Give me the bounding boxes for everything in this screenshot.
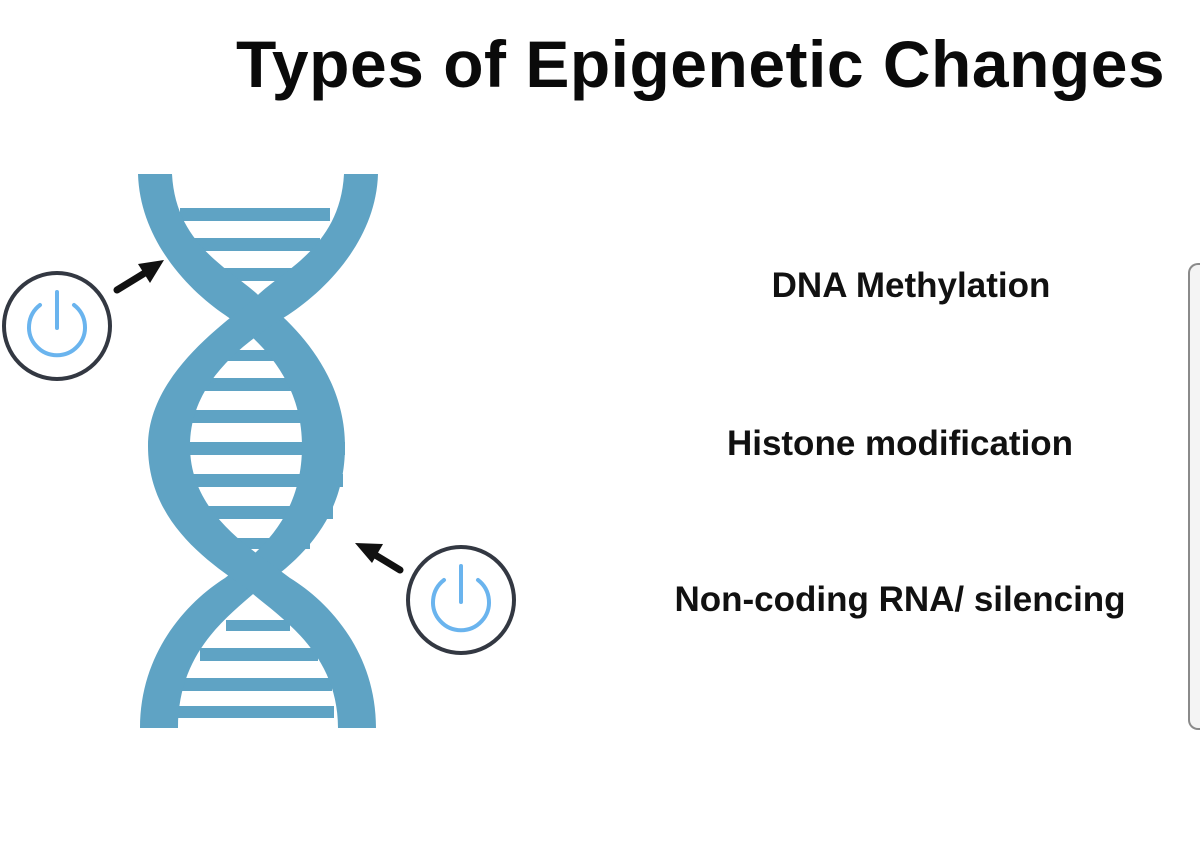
dna-helix-icon <box>138 174 378 728</box>
power-icon <box>431 564 491 633</box>
dna-strand-right <box>148 174 378 728</box>
dna-strand-left <box>138 174 345 728</box>
item-histone-modification: Histone modification <box>726 424 1074 463</box>
dna-rungs <box>175 208 345 718</box>
power-switch-bottom <box>406 545 516 655</box>
side-panel-edge <box>1188 263 1200 730</box>
arrow-icon <box>355 543 404 574</box>
power-icon <box>27 290 87 358</box>
page-title: Types of Epigenetic Changes <box>236 27 1166 101</box>
power-switch-top <box>2 271 112 381</box>
item-noncoding-rna-silencing: Non-coding RNA/ silencing <box>674 580 1126 619</box>
arrow-icon <box>113 260 164 294</box>
item-dna-methylation: DNA Methylation <box>771 266 1051 305</box>
